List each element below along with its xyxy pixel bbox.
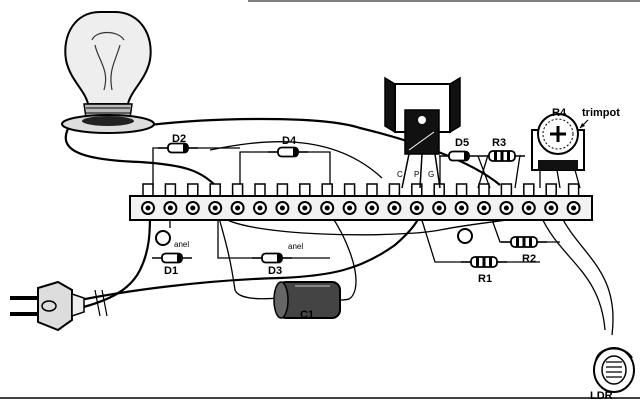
terminal-hole: [391, 205, 397, 211]
terminal-hole: [190, 205, 196, 211]
terminal-hole: [279, 205, 285, 211]
diode-d2: [158, 142, 198, 154]
mounting-ring-right: [457, 228, 473, 244]
label-r2: R2: [522, 253, 536, 265]
terminal-hole: [548, 205, 554, 211]
lamp-wire-right: [149, 117, 501, 186]
ldr-lead-1: [539, 213, 606, 331]
diode-d4: [268, 146, 308, 158]
label-d1: D1: [164, 265, 178, 277]
terminal-lugs: [142, 183, 580, 199]
d5-right-lead: [477, 155, 491, 189]
label-ldr: LDR: [590, 390, 613, 402]
mounting-ring-left: [155, 230, 171, 246]
d2-wire: [152, 147, 240, 188]
terminal-hole: [347, 205, 353, 211]
c1-right-wire: [329, 213, 357, 301]
annotation-anel-d3: anel: [288, 242, 303, 251]
r3-left-lead: [477, 154, 489, 189]
terminal-hole: [526, 205, 532, 211]
terminal-hole: [235, 205, 241, 211]
resistor-r2: [501, 236, 547, 248]
scr-pin-g: G: [428, 170, 434, 179]
resistor-r1: [461, 256, 507, 268]
terminal-hole: [414, 205, 420, 211]
label-r4: R4: [552, 107, 567, 119]
label-r1: R1: [478, 273, 492, 285]
terminal-hole: [324, 205, 330, 211]
c1-left-wire: [217, 213, 279, 300]
annotation-anel-d1: anel: [174, 240, 189, 249]
diode-d3: [252, 252, 292, 264]
terminal-hole: [571, 205, 577, 211]
terminal-hole: [145, 205, 151, 211]
diode-d1: [152, 252, 192, 264]
light-bulb-icon: [61, 11, 155, 134]
terminal-hole: [257, 205, 263, 211]
label-d2: D2: [172, 133, 186, 145]
strip-body: [129, 195, 593, 221]
label-trimpot: trimpot: [582, 107, 620, 119]
scr-pin-p: P: [414, 170, 419, 179]
thyristor-icon: [384, 76, 461, 189]
capacitor-c1: [273, 281, 341, 319]
terminal-hole: [369, 205, 375, 211]
label-d3: D3: [268, 265, 282, 277]
terminal-hole: [167, 205, 173, 211]
terminal-hole: [481, 205, 487, 211]
resistor-r3: [479, 150, 525, 162]
lamp-scr-wire: [209, 141, 383, 179]
lamp-wire-left: [64, 124, 219, 189]
diode-d5: [439, 150, 479, 162]
terminal-strip: [129, 183, 593, 246]
r3-right-lead: [514, 154, 521, 189]
terminal-hole: [459, 205, 465, 211]
terminal-hole: [302, 205, 308, 211]
plug-cord-lower: [79, 213, 152, 310]
label-d4: D4: [282, 135, 297, 147]
ldr-lead-2: [559, 213, 614, 336]
terminal-hole: [503, 205, 509, 211]
label-r3: R3: [492, 137, 506, 149]
parts-layer: [152, 142, 547, 268]
label-c1: C1: [300, 309, 314, 321]
plug-cord-upper: [79, 213, 422, 302]
terminal-screws: [141, 201, 581, 215]
power-plug-icon: [10, 280, 108, 332]
trimpot-icon: [531, 113, 589, 171]
terminal-hole: [436, 205, 442, 211]
terminal-hole: [212, 205, 218, 211]
photoresistor-icon: [593, 347, 635, 393]
d3-wire: [217, 214, 330, 259]
scr-pin-c: C: [397, 170, 403, 179]
label-d5: D5: [455, 137, 469, 149]
